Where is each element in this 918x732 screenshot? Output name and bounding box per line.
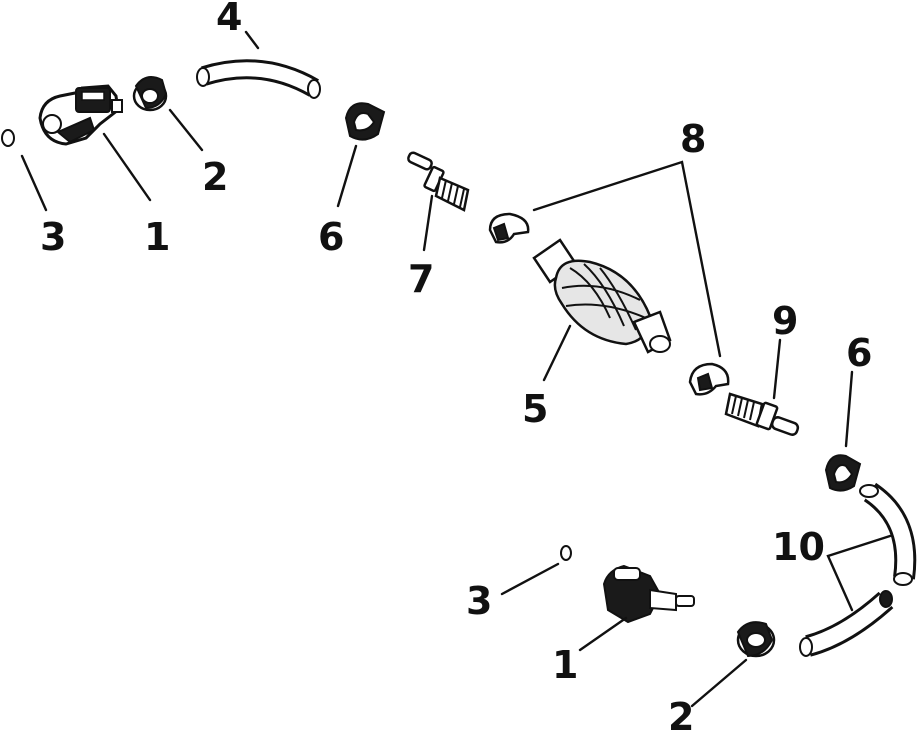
hose-clamp-bottom [736,621,776,658]
callout-3-top: 3 [40,215,66,259]
hose-fitting-right [724,392,800,436]
callout-6-mid: 6 [846,331,872,375]
callout-8: 8 [680,117,706,161]
fuel-hose-bottom-lower [799,590,894,657]
tie-strap-mid [824,454,862,492]
hose-fitting-left [407,151,470,212]
callout-10: 10 [772,525,825,569]
primer-bulb [532,238,672,354]
callout-6-top: 6 [318,215,344,259]
callout-3-bottom: 3 [466,579,492,623]
o-ring-bottom [560,545,572,561]
callout-4: 4 [216,0,242,39]
fuel-hose-top [196,59,321,99]
callout-7: 7 [408,257,434,301]
callout-1-bottom: 1 [552,643,578,687]
callout-numbers: 4 2 3 1 6 7 8 5 9 6 10 3 1 2 [40,0,872,732]
hose-clamp-lower [688,362,730,396]
tie-strap-top [344,102,386,141]
callout-1-top: 1 [144,215,170,259]
callout-9: 9 [772,299,798,343]
fuel-hose-bottom-upper [859,482,917,586]
callout-2-bottom: 2 [668,695,694,732]
fuel-connector-bottom [602,564,695,624]
callout-2-top: 2 [202,155,228,199]
o-ring-top [1,129,15,147]
hose-clamp-top [132,76,168,112]
callout-5: 5 [522,387,548,431]
fuel-connector-top [38,84,123,146]
leader-lines [20,30,892,708]
hose-clamp-upper [488,212,530,244]
